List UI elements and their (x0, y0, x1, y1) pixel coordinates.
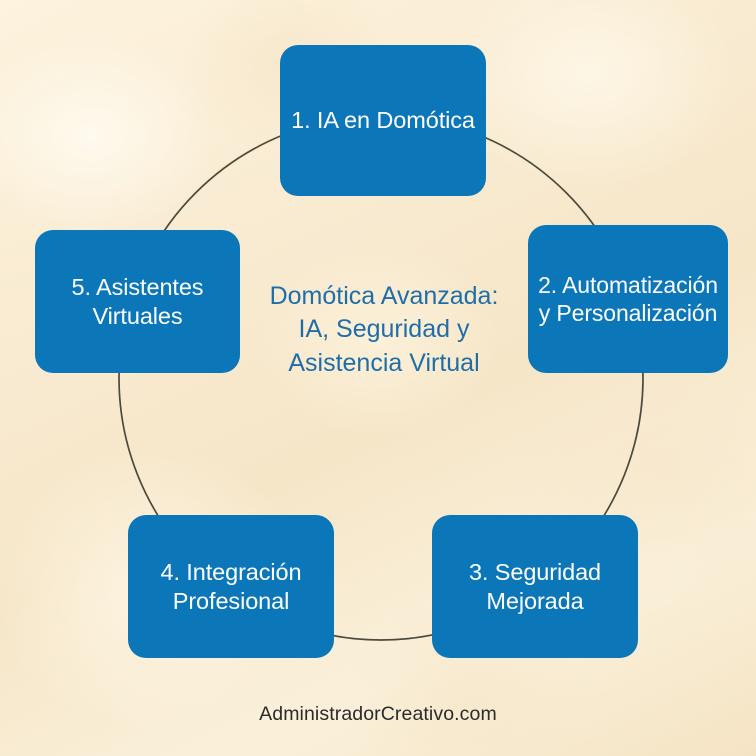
cycle-node-1-ia-en-domotica[interactable]: 1. IA en Domótica (280, 45, 486, 196)
diagram-center-title: Domótica Avanzada: IA, Seguridad y Asist… (269, 282, 499, 377)
cycle-node-3-seguridad-mejorada[interactable]: 3. Seguridad Mejorada (432, 515, 638, 658)
footer-watermark: AdministradorCreativo.com (259, 703, 497, 725)
cycle-node-4-integracion-profesional[interactable]: 4. Integración Profesional (128, 515, 334, 658)
cycle-node-5-asistentes-virtuales[interactable]: 5. Asistentes Virtuales (35, 230, 240, 373)
cycle-node-2-automatizacion-y-personalizacion[interactable]: 2. Automatización y Personalización (528, 225, 728, 373)
